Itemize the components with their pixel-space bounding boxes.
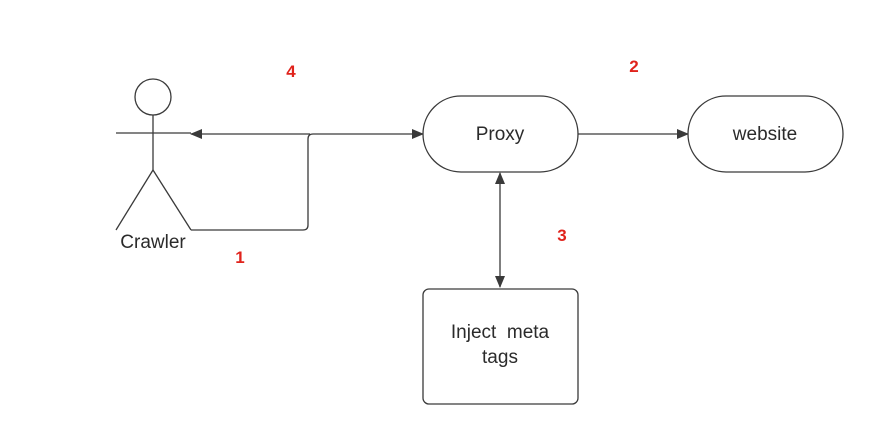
inject-meta-tags-label-line1: Inject meta [451,322,550,343]
crawler-actor: Crawler [115,78,192,253]
website-node: website [687,95,844,173]
crawler-left-leg [115,169,154,231]
crawler-right-leg [152,169,192,231]
crawler-label: Crawler [120,232,186,253]
website-label: website [732,124,797,145]
inject-meta-tags-shape [422,288,579,405]
crawler-to-proxy-connector [191,129,424,231]
step-label-2: 2 [629,57,638,76]
crawler-head [134,78,172,116]
step-label-3: 3 [557,226,566,245]
proxy-label: Proxy [476,124,525,145]
inject-meta-tags-label-line2: tags [482,347,518,368]
proxy-node: Proxy [422,95,579,173]
inject-meta-tags-node: Inject meta tags [422,288,579,405]
step-label-1: 1 [235,248,244,267]
step-label-4: 4 [286,62,296,81]
website-shape [687,95,844,173]
